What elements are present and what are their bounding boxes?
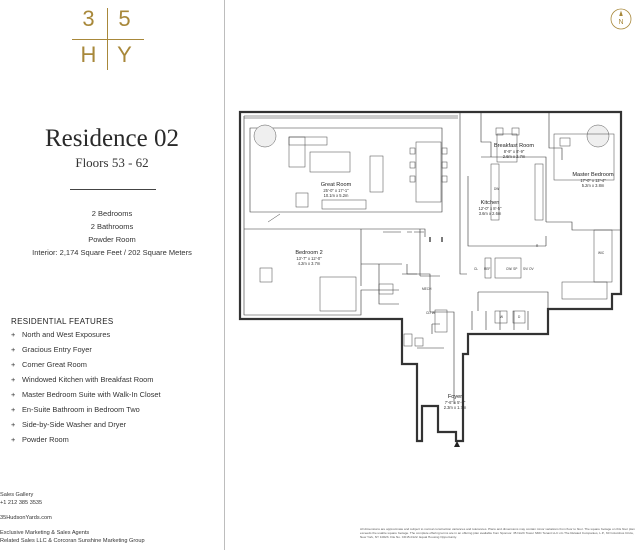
- feature-text: En-Suite Bathroom in Bedroom Two: [22, 405, 140, 414]
- bullet-plus: +: [11, 330, 16, 339]
- feature-text: Corner Great Room: [22, 360, 87, 369]
- room-name: Kitchen: [481, 200, 500, 206]
- label-oven: SV/ OV: [523, 267, 535, 271]
- sales-gallery-label: Sales Gallery: [0, 492, 34, 498]
- floor-plan: Great Room 25'-0" x 17'-1" 10.1m x 5.2m …: [238, 110, 623, 447]
- logo-digit-5: 5: [118, 6, 132, 31]
- bullet-plus: +: [11, 390, 16, 399]
- room-dimension-metric: 3.6m x 2.6m: [479, 211, 502, 216]
- logo-digit-3: 3: [82, 6, 96, 31]
- bullet-plus: +: [11, 405, 16, 414]
- spec-interior-area: Interior: 2,174 Square Feet / 202 Square…: [32, 248, 192, 257]
- brand-logo: 3 5 H Y: [72, 6, 144, 70]
- feature-text: Gracious Entry Foyer: [22, 345, 92, 354]
- feature-item: + Windowed Kitchen with Breakfast Room: [11, 375, 153, 384]
- feature-item: + Corner Great Room: [11, 360, 87, 369]
- bullet-plus: +: [11, 420, 16, 429]
- bullet-plus: +: [11, 345, 16, 354]
- bullet-plus: +: [11, 360, 16, 369]
- room-master-bedroom: Master Bedroom 17'-0" x 12'-4" 5.2m x 3.…: [572, 172, 614, 188]
- info-panel: 3 5 H Y Residence 02 Floors 53 - 62 2 Be…: [0, 0, 224, 550]
- room-name: Master Bedroom: [572, 172, 614, 178]
- feature-text: Powder Room: [22, 435, 69, 444]
- sales-phone[interactable]: +1 212 385 3535: [0, 500, 43, 506]
- title-divider: [70, 189, 156, 190]
- room-dimension-metric: 4.2m x 3.7m: [298, 261, 321, 266]
- room-dimension-imperial: 25'-0" x 17'-1": [323, 188, 349, 193]
- spec-powder-room: Powder Room: [88, 235, 136, 244]
- feature-text: Windowed Kitchen with Breakfast Room: [22, 375, 154, 384]
- residence-floors: Floors 53 - 62: [75, 155, 149, 170]
- room-great-room: Great Room 25'-0" x 17'-1" 10.1m x 5.2m: [321, 182, 352, 198]
- compass-letter: N: [618, 19, 623, 26]
- feature-text: Master Bedroom Suite with Walk-In Closet: [22, 390, 161, 399]
- room-dimension-imperial: 12'-0" x 8'-5": [479, 206, 502, 211]
- panel-divider: [224, 0, 225, 550]
- label-dryer: D: [518, 315, 521, 319]
- room-dimension-metric: 2.3m x 1.7m: [444, 405, 467, 410]
- logo-letter-y: Y: [117, 42, 133, 67]
- label-closet: CL: [474, 267, 478, 271]
- room-dimension-metric: 2.6m x 2.7m: [503, 154, 526, 159]
- bullet-plus: +: [11, 435, 16, 444]
- label-r: R: [536, 244, 539, 248]
- marketing-companies-line: Related Sales LLC & Corcoran Sunshine Ma…: [0, 538, 145, 544]
- room-breakfast-room: Breakfast Room 8'-9" x 8'-9" 2.6m x 2.7m: [494, 143, 534, 159]
- spec-bathrooms: 2 Bathrooms: [90, 222, 134, 231]
- logo-divider-horizontal: [72, 39, 144, 40]
- room-dimension-imperial: 8'-9" x 8'-9": [504, 149, 525, 154]
- room-kitchen: Kitchen 12'-0" x 8'-5" 3.6m x 2.6m: [479, 200, 502, 216]
- room-dimension-metric: 10.1m x 5.2m: [324, 193, 349, 198]
- room-dimension-imperial: 17'-0" x 12'-4": [580, 178, 606, 183]
- label-refrigerator: REF: [484, 267, 490, 271]
- room-name: Great Room: [321, 182, 352, 188]
- feature-item: + Side-by-Side Washer and Dryer: [11, 420, 126, 429]
- room-dimension-imperial: 7'-6" x 5'-9": [445, 400, 466, 405]
- logo-letter-h: H: [80, 42, 98, 67]
- feature-item: + Powder Room: [11, 435, 69, 444]
- room-name: Breakfast Room: [494, 143, 534, 149]
- label-walk-in-closet: WIC: [598, 251, 605, 255]
- legal-disclaimer: All dimensions are approximate and subje…: [360, 527, 635, 540]
- label-dishwasher: DW: [494, 187, 499, 191]
- label-mech: MECH: [422, 287, 432, 291]
- marketing-agents-line: Exclusive Marketing & Sales Agents: [0, 530, 90, 536]
- label-washer: W: [500, 315, 503, 319]
- features-heading: RESIDENTIAL FEATURES: [11, 317, 114, 326]
- label-cooktop: CW/ SP: [506, 267, 517, 271]
- room-dimension-imperial: 13'-7" x 12'-0": [296, 256, 322, 261]
- bullet-plus: +: [11, 375, 16, 384]
- north-arrow-icon: N: [610, 8, 632, 30]
- room-dimension-metric: 5.2m x 3.8m: [582, 183, 605, 188]
- website-link[interactable]: 35HudsonYards.com: [0, 515, 52, 521]
- feature-item: + Master Bedroom Suite with Walk-In Close…: [11, 390, 161, 399]
- feature-item: + North and West Exposures: [11, 330, 110, 339]
- feature-item: + En-Suite Bathroom in Bedroom Two: [11, 405, 140, 414]
- feature-item: + Gracious Entry Foyer: [11, 345, 92, 354]
- residence-title: Residence 02: [45, 125, 179, 152]
- label-closet-washer: CL/ W: [426, 311, 435, 315]
- room-name: Foyer: [448, 394, 462, 400]
- feature-text: North and West Exposures: [22, 330, 111, 339]
- spec-bedrooms: 2 Bedrooms: [91, 209, 133, 218]
- room-name: Bedroom 2: [295, 250, 322, 256]
- feature-text: Side-by-Side Washer and Dryer: [22, 420, 127, 429]
- room-bedroom-2: Bedroom 2 13'-7" x 12'-0" 4.2m x 3.7m: [295, 250, 322, 266]
- room-foyer: Foyer 7'-6" x 5'-9" 2.3m x 1.7m: [444, 394, 467, 410]
